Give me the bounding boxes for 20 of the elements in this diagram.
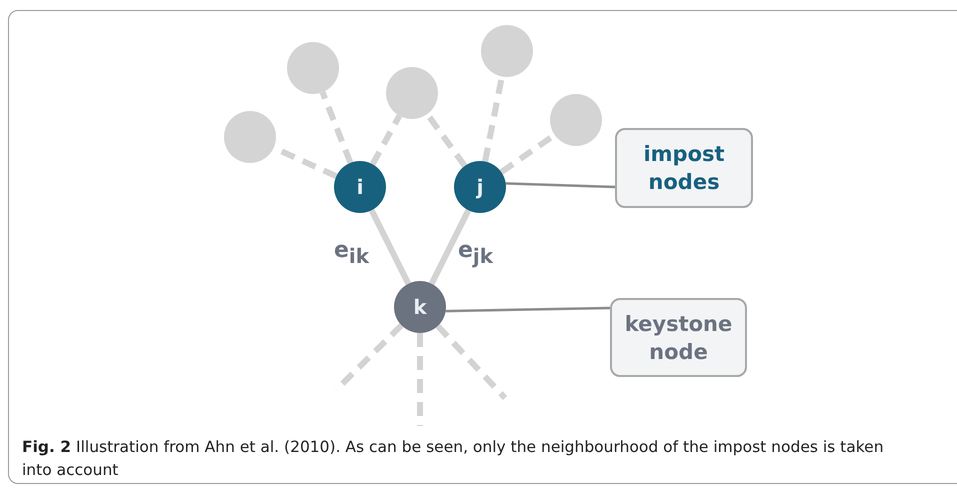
link-line xyxy=(368,208,412,286)
dashed-link xyxy=(370,114,402,166)
leader-line xyxy=(506,182,616,188)
leader-line xyxy=(446,306,610,312)
keystone-node: k xyxy=(394,281,446,333)
callout-box: impost nodes xyxy=(615,128,753,208)
figure-caption: Fig. 2 Illustration from Ahn et al. (2010). As can be seen, only the neighbourhood of the impost nodes is taken into account xyxy=(22,437,885,481)
neighbour-node xyxy=(550,94,602,146)
dashed-link xyxy=(320,91,354,164)
dashed-link xyxy=(436,324,508,400)
neighbour-node xyxy=(481,25,533,77)
neighbour-node xyxy=(287,42,339,94)
callout-box: keystone node xyxy=(610,298,747,377)
neighbour-node xyxy=(224,111,276,163)
neighbour-node xyxy=(386,67,438,119)
dashed-link xyxy=(417,333,423,426)
impost-node: i xyxy=(334,161,386,213)
dashed-link xyxy=(334,323,404,392)
link-line xyxy=(428,208,472,286)
impost-node: j xyxy=(454,161,506,213)
